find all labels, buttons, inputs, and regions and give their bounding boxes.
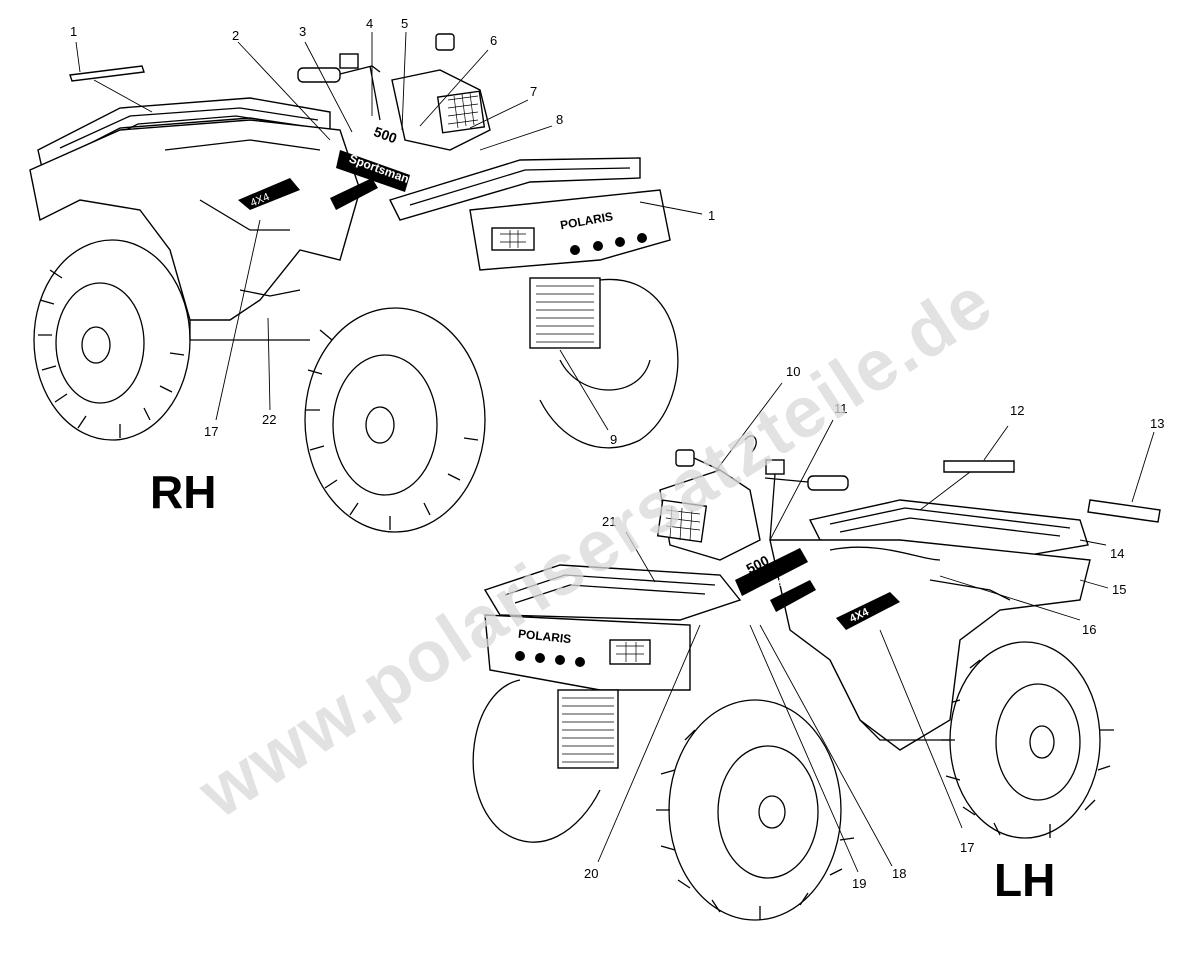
- callout-9: 9: [610, 432, 617, 447]
- rh-side-stripe: [330, 178, 378, 210]
- callout-6: 6: [490, 33, 497, 48]
- decal-strip-1: [69, 65, 145, 82]
- lh-rear-wheel: [941, 641, 1114, 839]
- rh-front-wheel: [304, 307, 486, 533]
- rh-front-rack: [389, 157, 641, 221]
- callout-19: 19: [852, 876, 866, 891]
- callout-7: 7: [530, 84, 537, 99]
- callout-10: 10: [786, 364, 800, 379]
- callout-labels: 1 2 3 4 5 6 7 8 1 17 22 9 10 11 12 13 14…: [70, 16, 1164, 891]
- callout-12: 12: [1010, 403, 1024, 418]
- lh-polaris-text: POLARIS: [517, 627, 572, 646]
- callout-20: 20: [584, 866, 598, 881]
- rh-view-label: RH: [150, 466, 216, 518]
- rh-body: 4X4: [29, 119, 378, 341]
- lh-view-label: LH: [994, 854, 1055, 906]
- callout-11: 11: [834, 401, 848, 416]
- lh-front-rack: [483, 564, 742, 621]
- atv-rh-view: 4X4 Sportsman 500: [29, 33, 679, 533]
- atv-lh-view: 4X4 Sportsman 500: [472, 435, 1114, 921]
- rh-far-front-wheel: [539, 278, 679, 449]
- callout-8: 8: [556, 112, 563, 127]
- rh-front-bumper: POLARIS: [469, 189, 671, 349]
- callout-5: 5: [401, 16, 408, 31]
- decal-strip-13: [1087, 499, 1161, 523]
- callout-15: 15: [1112, 582, 1126, 597]
- rh-500-text: 500: [372, 123, 400, 146]
- callout-4: 4: [366, 16, 373, 31]
- rh-handlebar-assembly: [297, 33, 491, 151]
- callout-1-right: 1: [708, 208, 715, 223]
- lh-side-stripe: [770, 580, 816, 612]
- lh-handlebar-assembly: [656, 435, 849, 561]
- rh-rear-wheel: [33, 239, 191, 441]
- callout-2: 2: [232, 28, 239, 43]
- callout-16: 16: [1082, 622, 1096, 637]
- callout-21: 21: [602, 514, 616, 529]
- lh-front-wheel: [656, 699, 855, 921]
- callout-13: 13: [1150, 416, 1164, 431]
- callout-17-rh: 17: [204, 424, 218, 439]
- callout-22: 22: [262, 412, 276, 427]
- lh-far-front-wheel: [472, 679, 601, 843]
- decal-strip-12: [943, 460, 1015, 473]
- callout-3: 3: [299, 24, 306, 39]
- lh-body: 4X4: [769, 539, 1091, 751]
- callout-17-lh: 17: [960, 840, 974, 855]
- callout-1-top: 1: [70, 24, 77, 39]
- leader-lines: [69, 31, 1161, 873]
- callout-14: 14: [1110, 546, 1124, 561]
- lh-front-bumper: POLARIS: [484, 614, 691, 769]
- callout-18: 18: [892, 866, 906, 881]
